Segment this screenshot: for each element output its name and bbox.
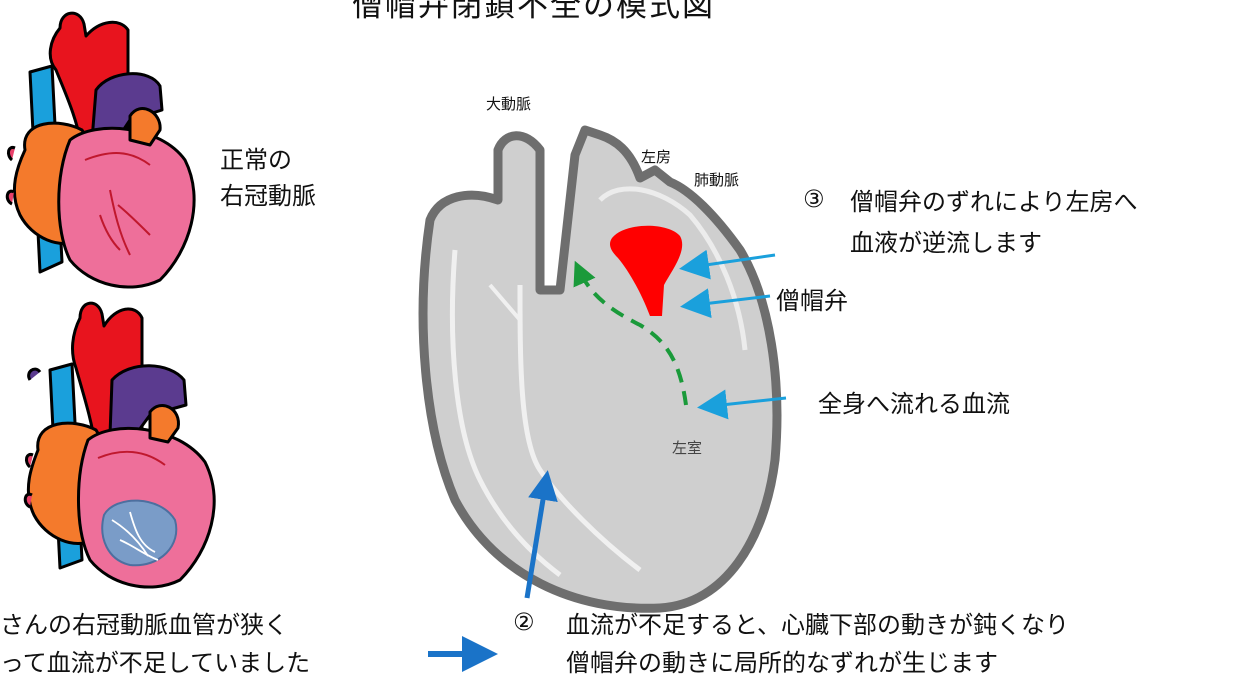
dysfunction-line1: 血流が不足すると、心臓下部の動きが鈍くなり bbox=[566, 611, 1070, 639]
valve-label: 僧帽弁 bbox=[776, 287, 848, 315]
reflux-line2: 血液が逆流します bbox=[850, 229, 1042, 257]
pulmonary-artery-label: 肺動脈 bbox=[694, 171, 740, 189]
normal-label-line2: 右冠動脈 bbox=[220, 182, 316, 210]
dysfunction-arrow bbox=[524, 470, 558, 599]
left-ventricle-label: 左室 bbox=[672, 439, 703, 457]
heart-normal-illustration bbox=[5, 11, 196, 289]
cause-line2: って血流が不足していました bbox=[0, 649, 311, 677]
systemic-flow-path bbox=[573, 260, 688, 406]
systemic-flow-label: 全身へ流れる血流 bbox=[818, 390, 1010, 418]
cause-line1: さんの右冠動脈血管が狭く bbox=[0, 611, 288, 639]
page-title: 僧帽弁閉鎖不全の模式図 bbox=[352, 0, 715, 24]
dysfunction-number: ② bbox=[513, 608, 535, 636]
systemic-flow-arrow bbox=[697, 389, 787, 420]
heart-cross-section-diagram bbox=[418, 125, 782, 613]
aorta-label: 大動脈 bbox=[486, 95, 532, 113]
reflux-line1: 僧帽弁のずれにより左房へ bbox=[850, 188, 1138, 216]
heart-narrowed-artery-illustration bbox=[23, 301, 216, 589]
reflux-number: ③ bbox=[803, 185, 825, 213]
normal-label-line1: 正常の bbox=[220, 146, 292, 174]
dysfunction-line2: 僧帽弁の動きに局所的なずれが生じます bbox=[566, 649, 998, 677]
reflux-arrow bbox=[679, 249, 776, 280]
valve-arrow bbox=[680, 288, 771, 319]
mitral-valve-shape bbox=[610, 225, 683, 316]
left-atrium-label: 左房 bbox=[641, 148, 672, 166]
